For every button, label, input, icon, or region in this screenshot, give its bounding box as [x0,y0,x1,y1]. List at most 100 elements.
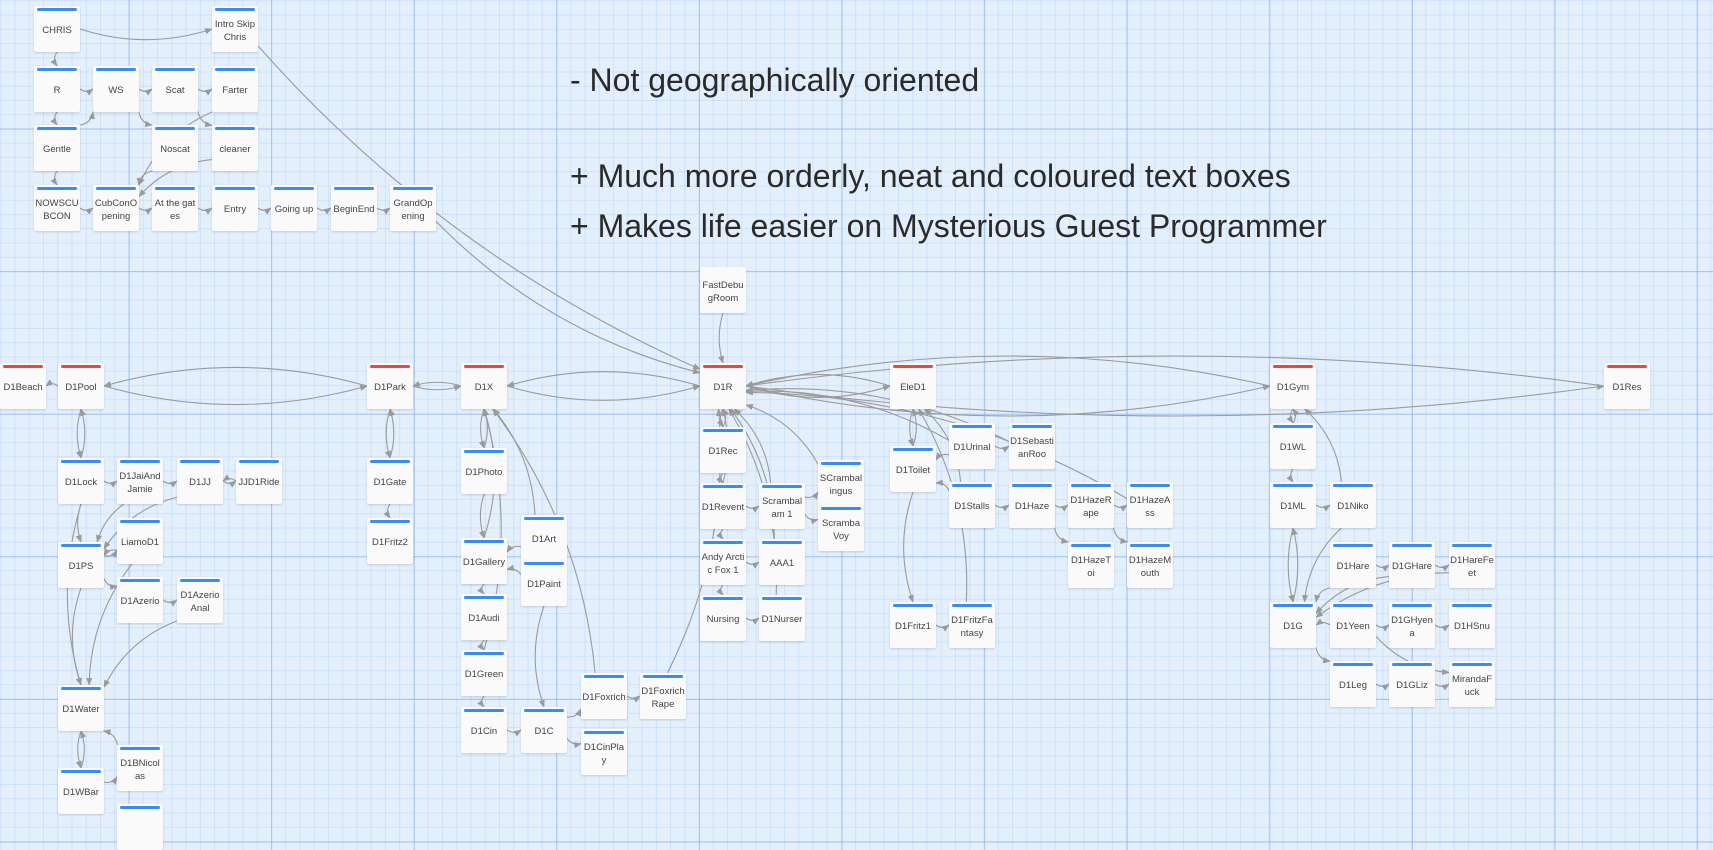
passage-scrambavoy[interactable]: ScrambaVoy [818,505,864,551]
passage-bar [952,484,992,487]
passage-scrambalam-1[interactable]: Scrambalam 1 [759,483,805,529]
passage-beginend[interactable]: BeginEnd [331,185,377,231]
passage-d1gate[interactable]: D1Gate [367,458,413,504]
passage-scat[interactable]: Scat [152,66,198,112]
passage-cleaner[interactable]: cleaner [212,125,258,171]
passage-noscat[interactable]: Noscat [152,125,198,171]
passage-d1hazeass[interactable]: D1HazeAss [1127,482,1173,528]
passage-d1urinal[interactable]: D1Urinal [949,423,995,469]
passage-d1hsnu[interactable]: D1HSnu [1449,602,1495,648]
passage-cubconopening[interactable]: CubConOpening [93,185,139,231]
passage-scrambalingus[interactable]: SCrambalingus [818,460,864,506]
passage-chris[interactable]: CHRIS [34,6,80,52]
passage-d1pool[interactable]: D1Pool [58,363,104,409]
passage-label: Farter [222,85,248,97]
passage-d1fritz1[interactable]: D1Fritz1 [890,602,936,648]
passage-d1bnicolas[interactable]: D1BNicolas [117,745,163,791]
passage-at-the-gates[interactable]: At the gates [152,185,198,231]
passage-d1harefeet[interactable]: D1HareFeet [1449,542,1495,588]
passage-d1niko[interactable]: D1Niko [1330,482,1376,528]
passage-label: D1Hare [1336,561,1370,573]
passage-untitled[interactable] [117,804,163,850]
passage-d1lock[interactable]: D1Lock [58,458,104,504]
passage-d1haze[interactable]: D1Haze [1009,482,1055,528]
link-arrow [138,207,153,215]
link-arrow [903,491,914,603]
passage-bar [703,541,743,544]
passage-d1azerioanal[interactable]: D1AzerioAnal [177,577,223,623]
passage-d1water[interactable]: D1Water [58,685,104,731]
passage-d1audi[interactable]: D1Audi [461,594,507,640]
passage-eled1[interactable]: EleD1 [890,363,936,409]
passage-bar [37,187,77,190]
passage-d1art[interactable]: D1Art [521,515,567,561]
passage-d1hazetoi[interactable]: D1HazeToi [1068,542,1114,588]
passage-mirandafuck[interactable]: MirandaFuck [1449,661,1495,707]
passage-aaa1[interactable]: AAA1 [759,539,805,585]
link-arrow [935,624,950,632]
passage-d1paint[interactable]: D1Paint [521,560,567,606]
passage-d1jj[interactable]: D1JJ [177,458,223,504]
passage-d1c[interactable]: D1C [521,707,567,753]
passage-farter[interactable]: Farter [212,66,258,112]
passage-andy-arctic-fox-1[interactable]: Andy Arctic Fox 1 [700,539,746,585]
passage-d1res[interactable]: D1Res [1604,363,1650,409]
link-arrow [75,503,82,543]
passage-d1foxrich[interactable]: D1Foxrich [581,673,627,719]
link-arrow [103,384,368,406]
passage-d1ps[interactable]: D1PS [58,542,104,588]
passage-nowscubcon[interactable]: NOWSCUBCON [34,185,80,231]
passage-d1foxrichrape[interactable]: D1FoxrichRape [640,673,686,719]
passage-d1fritz2[interactable]: D1Fritz2 [367,518,413,564]
passage-d1photo[interactable]: D1Photo [461,448,507,494]
passage-d1stalls[interactable]: D1Stalls [949,482,995,528]
passage-d1wl[interactable]: D1WL [1270,423,1316,469]
passage-d1gym[interactable]: D1Gym [1270,363,1316,409]
passage-d1fritzfantasy[interactable]: D1FritzFantasy [949,602,995,648]
link-arrow [197,88,213,96]
passage-r[interactable]: R [34,66,80,112]
passage-nursing[interactable]: Nursing [700,595,746,641]
passage-going-up[interactable]: Going up [271,185,317,231]
passage-ws[interactable]: WS [93,66,139,112]
passage-label: D1Foxrich [582,692,626,704]
passage-grandopening[interactable]: GrandOpening [390,185,436,231]
passage-d1toilet[interactable]: D1Toilet [890,446,936,492]
passage-d1hazerape[interactable]: D1HazeRape [1068,482,1114,528]
passage-d1nurser[interactable]: D1Nurser [759,595,805,641]
passage-gentle[interactable]: Gentle [34,125,80,171]
passage-d1jaiandjamie[interactable]: D1JaiAndJamie [117,458,163,504]
passage-liamod1[interactable]: LiamoD1 [117,518,163,564]
passage-d1leg[interactable]: D1Leg [1330,661,1376,707]
passage-d1r[interactable]: D1R [700,363,746,409]
passage-d1green[interactable]: D1Green [461,650,507,696]
passage-d1hazemouth[interactable]: D1HazeMouth [1127,542,1173,588]
passage-d1wbar[interactable]: D1WBar [58,768,104,814]
passage-label: D1HazeToi [1070,555,1112,579]
passage-d1park[interactable]: D1Park [367,363,413,409]
passage-entry[interactable]: Entry [212,185,258,231]
passage-d1yeen[interactable]: D1Yeen [1330,602,1376,648]
passage-d1ghare[interactable]: D1GHare [1389,542,1435,588]
passage-d1cinplay[interactable]: D1CinPlay [581,729,627,775]
passage-jjd1ride[interactable]: JJD1Ride [236,458,282,504]
passage-d1g[interactable]: D1G [1270,602,1316,648]
link-arrow [506,371,701,387]
passage-d1gliz[interactable]: D1GLiz [1389,661,1435,707]
passage-intro-skip-chris[interactable]: Intro Skip Chris [212,6,258,52]
passage-d1revent[interactable]: D1Revent [700,483,746,529]
passage-d1ml[interactable]: D1ML [1270,482,1316,528]
link-arrow [478,408,485,449]
passage-d1cin[interactable]: D1Cin [461,707,507,753]
passage-d1beach[interactable]: D1Beach [0,363,46,409]
passage-d1rec[interactable]: D1Rec [700,427,746,473]
passage-d1gallery[interactable]: D1Gallery [461,538,507,584]
passage-d1hare[interactable]: D1Hare [1330,542,1376,588]
passage-d1ghyena[interactable]: D1GHyena [1389,602,1435,648]
passage-d1sebastianroo[interactable]: D1SebastianRoo [1009,423,1055,469]
passage-fastdebugroom[interactable]: FastDebugRoom [700,267,746,313]
passage-d1azerio[interactable]: D1Azerio [117,577,163,623]
start-passage-bar [1607,365,1647,368]
passage-label: D1G [1283,621,1303,633]
passage-d1x[interactable]: D1X [461,363,507,409]
